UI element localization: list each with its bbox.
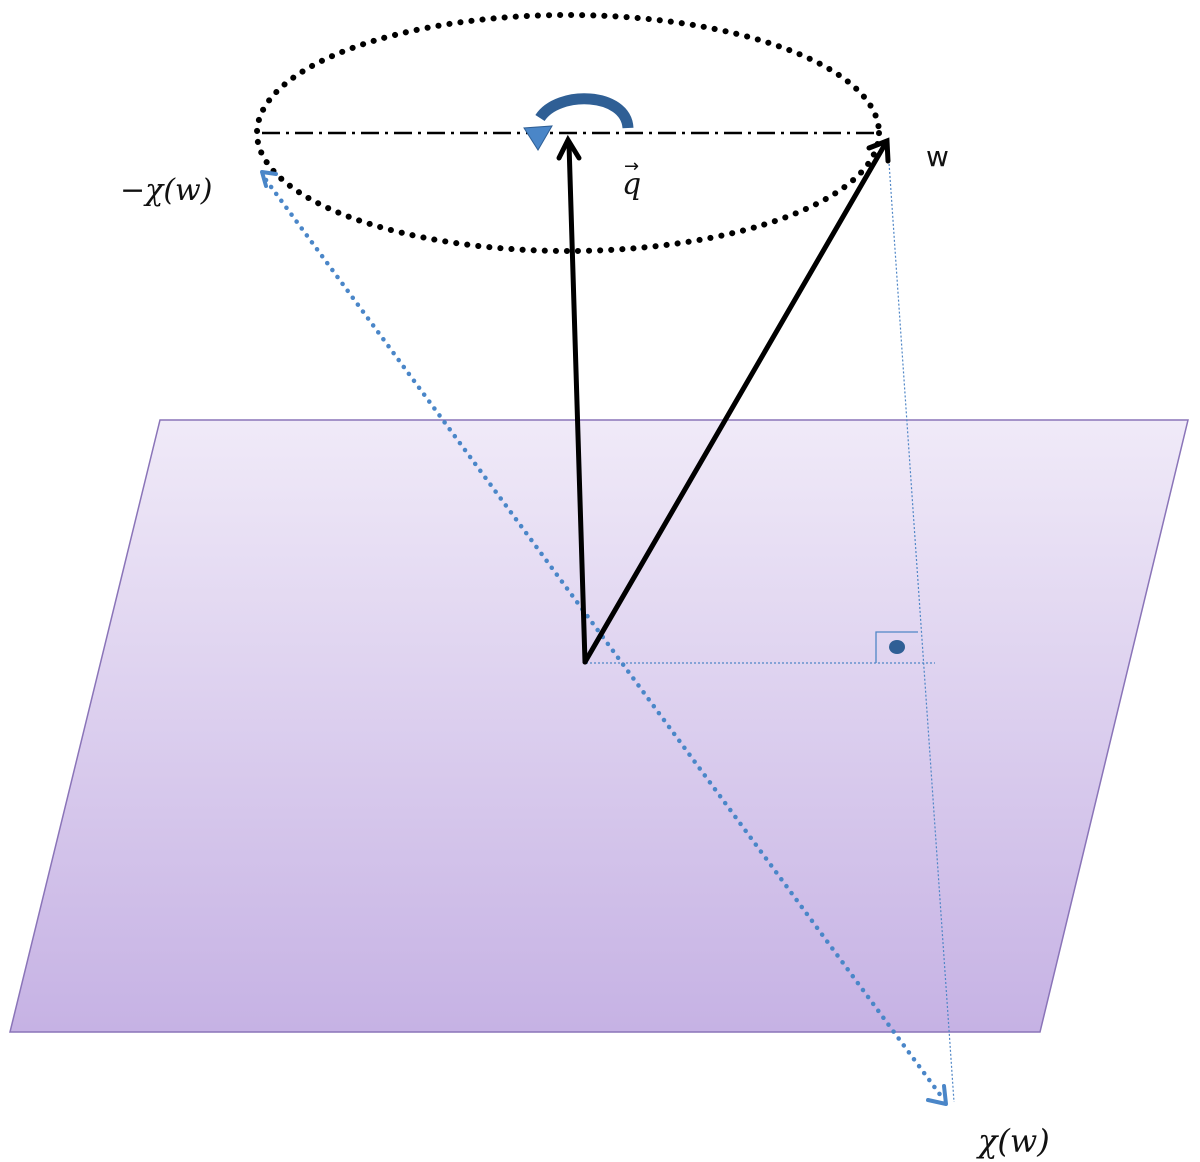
- rotation-ellipse: [254, 12, 882, 254]
- q-vector-arrow-mark: →: [624, 156, 639, 177]
- chi-axis-dotted-line: [263, 177, 947, 1103]
- q-vector: [556, 134, 588, 665]
- w-to-chi-projection-line: [887, 147, 955, 1103]
- w-vector: [582, 137, 891, 665]
- w-label: w: [926, 140, 949, 173]
- neg-chi-w-label: −χ(w): [120, 173, 212, 208]
- chi-w-label: χ(w): [976, 1122, 1050, 1160]
- rotation-arrow-icon: [523, 93, 634, 151]
- right-angle-marker: [875, 631, 918, 663]
- chi-arrowhead-icon: [926, 1084, 948, 1106]
- neg-chi-arrowhead-icon: [260, 170, 278, 188]
- plane: [9, 419, 1189, 1033]
- q-vector-label: q: [622, 167, 641, 202]
